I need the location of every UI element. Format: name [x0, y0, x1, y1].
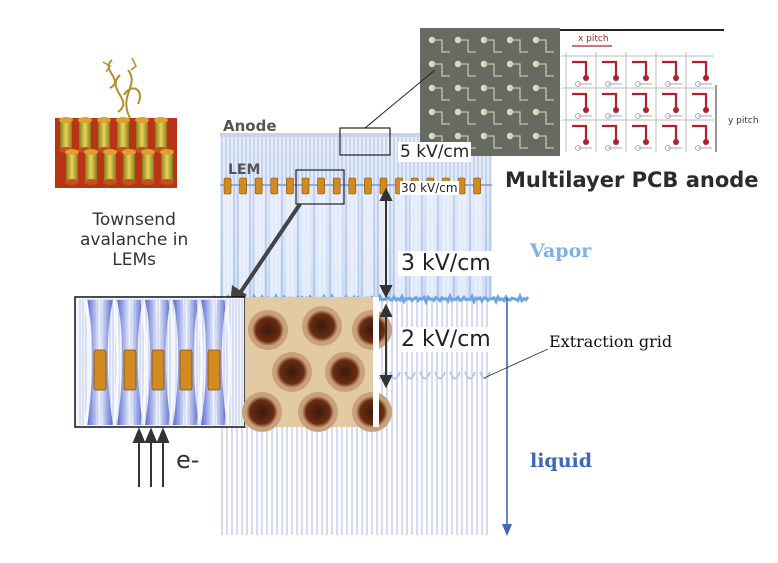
field-liquid-label: 2 kV/cm [398, 327, 494, 352]
lem-field-inset [75, 297, 245, 427]
vapor-label: Vapor [530, 240, 592, 262]
liquid-label: liquid [530, 450, 593, 472]
drift-arrowhead [502, 524, 512, 536]
x-pitch-label: x pitch [578, 34, 609, 44]
anode-plate [220, 133, 492, 137]
field-lem-label: 30 kV/cm [400, 181, 459, 195]
pcb-photo [420, 28, 560, 156]
lem-label: LEM [228, 162, 261, 178]
extraction-pointer [483, 348, 549, 379]
field-anode-label: 5 kV/cm [398, 142, 472, 162]
lem-zoom-box [295, 169, 345, 205]
townsend-avalanche-illustration [55, 57, 177, 188]
townsend-label: Townsend avalanche in LEMs [80, 210, 189, 270]
field-vapor-label: 3 kV/cm [398, 251, 494, 276]
field-arrows [379, 187, 393, 389]
lem-hole-photo [242, 297, 392, 432]
zoom-connector-line [364, 69, 436, 129]
pcb-schematic [560, 28, 725, 156]
electron-label: e- [176, 446, 200, 474]
zoom-arrow [236, 202, 302, 298]
anode-label: Anode [223, 117, 277, 135]
pcb-anode-label: Multilayer PCB anode [505, 168, 759, 192]
electron-arrows [132, 427, 170, 487]
extraction-grid-label: Extraction grid [549, 332, 673, 351]
y-pitch-label: y pitch [728, 116, 759, 126]
